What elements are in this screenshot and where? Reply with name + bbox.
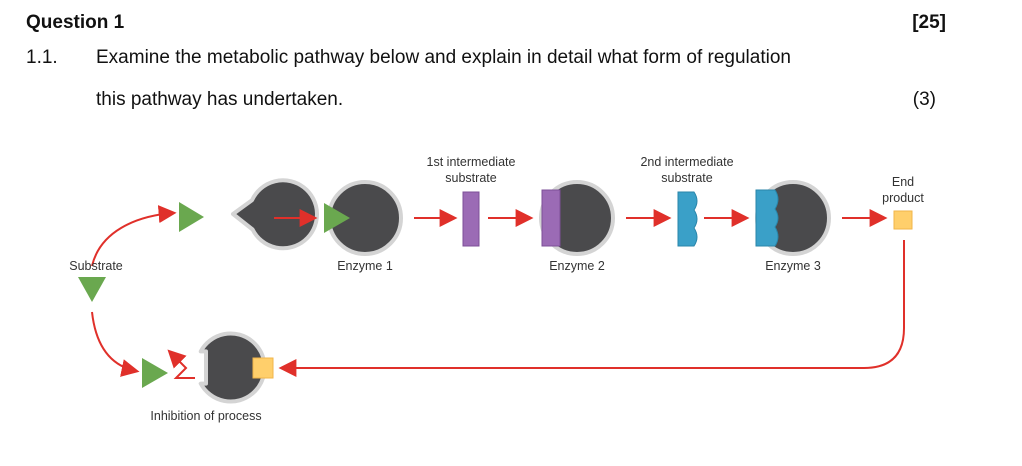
substrate-shape-blocked [142, 358, 168, 388]
end-product-label-line-1: End [892, 175, 914, 189]
substrate-label: Substrate [69, 259, 123, 273]
enzyme-2-label: Enzyme 2 [549, 259, 605, 273]
end-product-inhibitor [253, 358, 273, 378]
intermediate-1-label-line-2: substrate [445, 171, 496, 185]
intermediate-2-shape [678, 192, 697, 246]
arrow-substrate-to-inhibited [92, 312, 136, 371]
end-product-label-line-2: product [882, 191, 924, 205]
end-product-shape [894, 211, 912, 229]
enzyme-3-label: Enzyme 3 [765, 259, 821, 273]
intermediate-2-label-line-1: 2nd intermediate [640, 155, 733, 169]
substrate-shape [78, 277, 106, 302]
enzyme-1-label: Enzyme 1 [337, 259, 393, 273]
substrate-shape-1 [179, 202, 204, 232]
intermediate-1-bound [542, 190, 560, 246]
intermediate-2-label-line-2: substrate [661, 171, 712, 185]
arrow-rejected-substrate [170, 352, 195, 378]
intermediate-1-label-line-1: 1st intermediate [427, 155, 516, 169]
intermediate-1-shape [463, 192, 479, 246]
inhibition-label: Inhibition of process [150, 409, 261, 423]
free-enzyme [233, 180, 317, 248]
intermediate-2-bound [756, 190, 778, 246]
